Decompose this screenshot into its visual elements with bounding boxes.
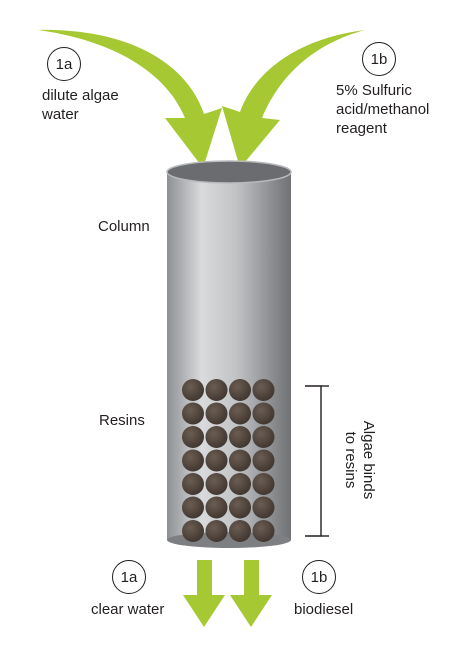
input-a-badge: 1a [47,47,81,81]
resin-bead-grid [182,379,275,542]
resin-bead [182,496,204,519]
binding-bracket [305,385,322,537]
input-b-label-line3: reagent [336,120,387,137]
resin-bead [205,379,228,401]
input-arrow-left [38,29,222,169]
output-a-badge-text: 1a [120,568,138,586]
resin-bead [182,520,204,542]
column-label: Column [98,218,150,235]
resin-bead [205,449,228,472]
resin-bead [205,496,228,519]
binding-label: Algae binds to resins [341,390,377,530]
input-b-label-line2: acid/methanol [336,101,430,118]
input-b-label: 5% Sulfuric acid/methanol reagent [336,81,429,138]
input-arrow-right [222,30,365,168]
resin-bead [252,402,275,425]
resin-bead [205,520,228,542]
resin-bead [252,426,275,448]
input-b-badge-text: 1b [370,50,388,68]
resin-bead [182,379,204,401]
resin-bead [229,379,251,401]
resin-bead [229,402,251,425]
output-b-badge-text: 1b [310,568,328,586]
output-b-badge: 1b [302,560,336,594]
resin-bead [252,449,275,472]
resin-bead [182,402,204,425]
resin-bead [252,473,275,495]
input-a-badge-text: 1a [55,55,73,73]
input-a-label-line1: dilute algae [42,87,119,104]
resins-label: Resins [99,412,145,429]
resin-bead [229,520,251,542]
resin-bead [252,520,275,542]
resin-bead [229,473,251,495]
resin-bead [182,449,204,472]
resin-bead [182,473,204,495]
resin-bead [205,402,228,425]
resin-bead [229,496,251,519]
input-a-label-line2: water [42,106,79,123]
output-a-label: clear water [91,601,165,618]
output-b-label: biodiesel [294,601,354,618]
binding-label-line1: Algae binds [360,420,377,500]
resin-bead [182,426,204,448]
input-b-badge: 1b [362,42,396,76]
resin-bead [229,449,251,472]
output-arrow-right [230,560,272,627]
resin-bead [252,379,275,401]
output-a-badge: 1a [112,560,146,594]
binding-label-line2: to resins [342,431,359,489]
output-arrow-left [183,560,225,627]
column-top-opening [166,160,292,184]
resin-bead [229,426,251,448]
resin-bead [205,426,228,448]
input-a-label: dilute algae water [42,86,119,124]
resin-bead [205,473,228,495]
input-b-label-line1: 5% Sulfuric [336,82,412,99]
resin-bead [252,496,275,519]
